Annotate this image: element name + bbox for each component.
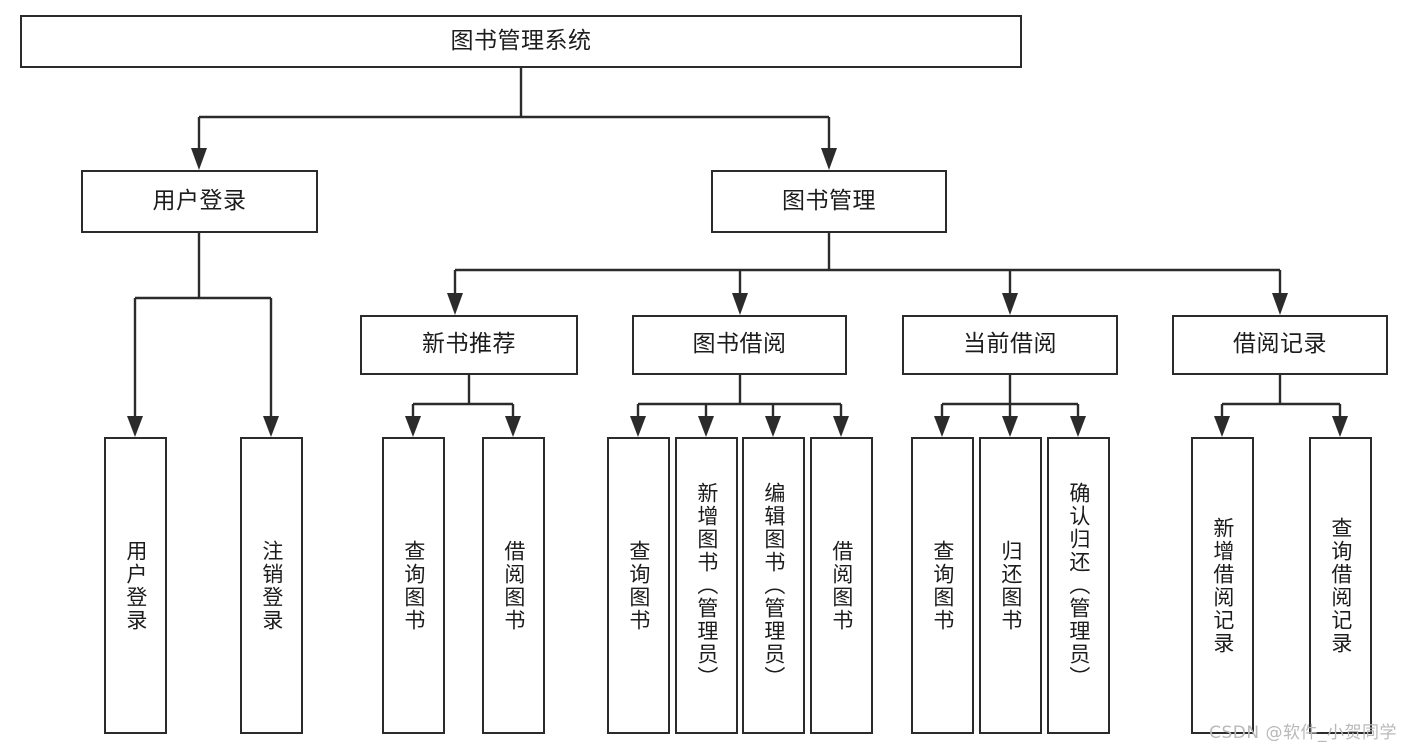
node-leaf-query-record[interactable]: 查询借阅记录	[1309, 437, 1372, 734]
node-leaf-add-record-label: 新增借阅记录	[1210, 516, 1235, 655]
arrowhead-leaf-query-book-1	[405, 416, 421, 437]
node-leaf-confirm-return-label: 确认归还（管理员）	[1066, 482, 1091, 689]
node-leaf-return-book[interactable]: 归还图书	[979, 437, 1042, 734]
arrowhead-user-login	[191, 148, 207, 170]
node-user-login-label: 用户登录	[152, 187, 247, 214]
arrowhead-leaf-borrow-book-1	[505, 416, 521, 437]
node-leaf-query-book-3[interactable]: 查询图书	[911, 437, 974, 734]
node-leaf-add-book-label: 新增图书（管理员）	[694, 482, 719, 689]
node-leaf-borrow-book-1[interactable]: 借阅图书	[482, 437, 545, 734]
arrowhead-book-borrow	[732, 293, 748, 315]
node-leaf-return-book-label: 归还图书	[998, 539, 1023, 632]
node-book-borrow[interactable]: 图书借阅	[632, 315, 847, 375]
node-leaf-query-book-2[interactable]: 查询图书	[607, 437, 670, 734]
node-leaf-edit-book-label: 编辑图书（管理员）	[761, 482, 786, 689]
node-book-manage[interactable]: 图书管理	[711, 170, 947, 233]
node-book-manage-label: 图书管理	[782, 187, 876, 214]
arrowhead-book-manage	[821, 148, 837, 170]
node-book-borrow-label: 图书借阅	[692, 331, 787, 358]
arrowhead-leaf-borrow-book-2	[833, 416, 849, 437]
arrowhead-leaf-edit-book	[765, 416, 781, 437]
arrowhead-leaf-user-login	[127, 416, 143, 437]
node-leaf-logout-label: 注销登录	[259, 539, 284, 632]
node-borrow-record[interactable]: 借阅记录	[1172, 315, 1388, 375]
node-leaf-borrow-book-2[interactable]: 借阅图书	[810, 437, 873, 734]
node-leaf-query-book-3-label: 查询图书	[930, 539, 955, 632]
node-borrow-record-label: 借阅记录	[1233, 331, 1327, 358]
arrowhead-leaf-query-record	[1332, 416, 1348, 437]
node-root-label: 图书管理系统	[450, 27, 592, 54]
arrowhead-leaf-query-book-2	[630, 416, 646, 437]
arrowhead-leaf-add-record	[1214, 416, 1230, 437]
arrowhead-borrow-record	[1272, 293, 1288, 315]
arrowhead-new-book-rec	[447, 293, 463, 315]
arrowhead-leaf-return-book	[1002, 416, 1018, 437]
arrowhead-leaf-logout	[263, 416, 279, 437]
node-leaf-logout[interactable]: 注销登录	[240, 437, 303, 734]
node-leaf-query-record-label: 查询借阅记录	[1328, 516, 1353, 655]
csdn-watermark: CSDN @软件_小贺同学	[1209, 723, 1397, 743]
arrowhead-current-borrow	[1002, 293, 1018, 315]
node-leaf-borrow-book-2-label: 借阅图书	[829, 539, 854, 632]
node-leaf-add-book[interactable]: 新增图书（管理员）	[675, 437, 738, 734]
node-leaf-user-login-label: 用户登录	[123, 539, 148, 632]
node-new-book-rec-label: 新书推荐	[422, 331, 516, 358]
node-user-login[interactable]: 用户登录	[81, 170, 318, 233]
arrowhead-leaf-confirm-return	[1070, 416, 1086, 437]
node-leaf-confirm-return[interactable]: 确认归还（管理员）	[1047, 437, 1110, 734]
node-leaf-query-book-1-label: 查询图书	[401, 539, 426, 632]
node-leaf-query-book-2-label: 查询图书	[626, 539, 651, 632]
node-leaf-user-login[interactable]: 用户登录	[104, 437, 167, 734]
arrowhead-leaf-add-book	[698, 416, 714, 437]
node-root[interactable]: 图书管理系统	[20, 15, 1022, 68]
node-leaf-add-record[interactable]: 新增借阅记录	[1191, 437, 1254, 734]
node-leaf-borrow-book-1-label: 借阅图书	[501, 539, 526, 632]
node-leaf-edit-book[interactable]: 编辑图书（管理员）	[742, 437, 805, 734]
node-current-borrow[interactable]: 当前借阅	[902, 315, 1118, 375]
arrowhead-leaf-query-book-3	[934, 416, 950, 437]
node-leaf-query-book-1[interactable]: 查询图书	[382, 437, 445, 734]
node-current-borrow-label: 当前借阅	[963, 331, 1057, 358]
node-new-book-rec[interactable]: 新书推荐	[360, 315, 578, 375]
